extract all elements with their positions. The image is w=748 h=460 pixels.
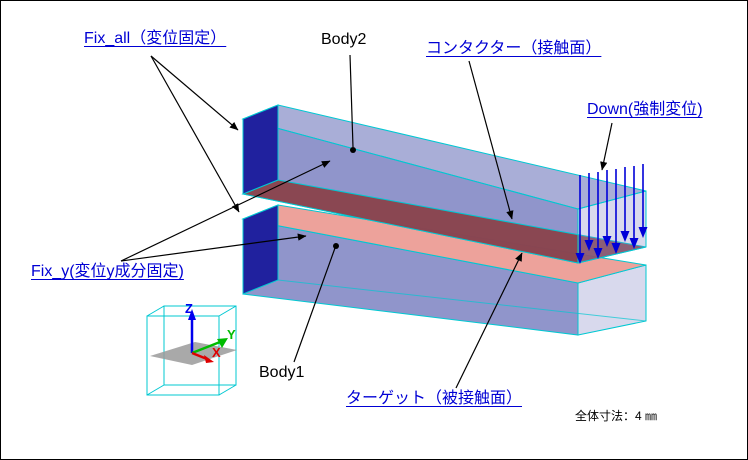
contactor-label: コンタクター（接触面）: [426, 40, 602, 57]
x-axis-head: [204, 355, 214, 363]
down-arrow-head: [611, 243, 621, 254]
x-axis: [191, 351, 208, 361]
down-arrow-head: [584, 240, 594, 251]
fix-all-arrow-lower: [150, 55, 240, 213]
contactor-pointer: [468, 60, 514, 220]
body2-pointer-dot: [350, 147, 356, 153]
body2-fixed-face: [242, 104, 279, 195]
body2-right-face: [577, 190, 647, 264]
down-arrow-head: [593, 248, 603, 259]
body1-pointer-line: [293, 247, 336, 363]
body2-label: Body2: [321, 31, 367, 48]
target-pointer: [455, 252, 523, 389]
down-arrow-head: [620, 231, 630, 242]
body1-pointer-dot: [333, 243, 339, 249]
fix-all-label: Fix_all（変位固定）: [84, 30, 227, 47]
coordinate-triad: Z Y X: [146, 301, 237, 396]
dimension-label: 全体寸法：4 ㎜: [575, 409, 658, 423]
body1-solid: [241, 204, 647, 336]
fix-y-arrow-upper: [120, 160, 331, 262]
body2-pointer-line: [349, 54, 354, 148]
down-arrow-head: [629, 238, 639, 249]
forced-displacement-arrows: [575, 164, 648, 264]
y-axis-head: [217, 338, 228, 348]
down-pointer: [600, 122, 613, 171]
down-arrow-head: [575, 253, 585, 264]
fix-y-arrow-lower: [120, 233, 307, 262]
body1-hidden-bottom-edge: [277, 279, 647, 322]
body1-label: Body1: [259, 364, 305, 381]
fix-all-arrow-upper: [150, 55, 239, 131]
z-axis-label: Z: [185, 301, 193, 316]
y-axis-label: Y: [227, 327, 236, 342]
z-axis-head: [188, 309, 196, 320]
body1-fixed-face: [242, 204, 279, 295]
body2-solid: [241, 104, 647, 264]
down-arrow-head: [602, 236, 612, 247]
y-axis: [191, 340, 221, 355]
down-label: Down(強制変位): [587, 101, 703, 118]
fix-y-label: Fix_y(変位y成分固定): [31, 263, 184, 280]
annotation-arrows: [120, 54, 613, 389]
target-label: ターゲット（被接触面）: [346, 390, 523, 407]
x-axis-label: X: [212, 345, 221, 360]
down-arrow-head: [638, 227, 648, 238]
